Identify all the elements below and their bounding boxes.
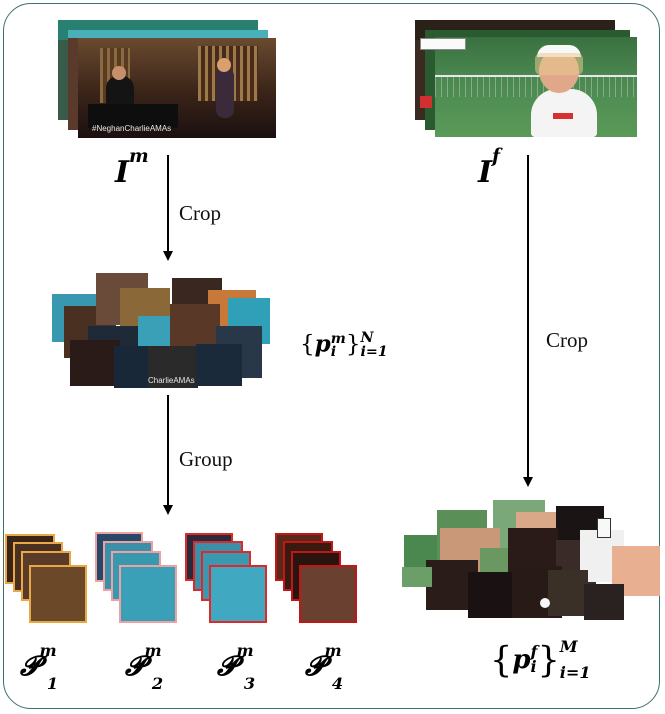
crop-arrow-left [164, 155, 172, 261]
fashion-frame-front [435, 37, 637, 137]
group-arrow [164, 395, 172, 515]
group-label: Group [179, 447, 233, 471]
music-image-symbol: Im [115, 145, 149, 190]
group-label-1: 𝓟m1 [20, 641, 59, 693]
group-label-2: 𝓟m2 [125, 641, 164, 693]
diagram-frame [3, 3, 660, 709]
crop-label-left: Crop [179, 201, 221, 225]
crop-arrow-right [524, 155, 532, 487]
patch-caption: CharlieAMAs [148, 376, 195, 385]
fashion-image-symbol: If [478, 145, 501, 190]
group-label-4: 𝓟m4 [305, 641, 344, 693]
crop-label-right: Crop [546, 328, 588, 352]
music-frame-front: #NeghanCharlieAMAs [78, 38, 276, 138]
group-label-3: 𝓟m3 [217, 641, 256, 693]
music-frame-caption: #NeghanCharlieAMAs [92, 124, 172, 133]
